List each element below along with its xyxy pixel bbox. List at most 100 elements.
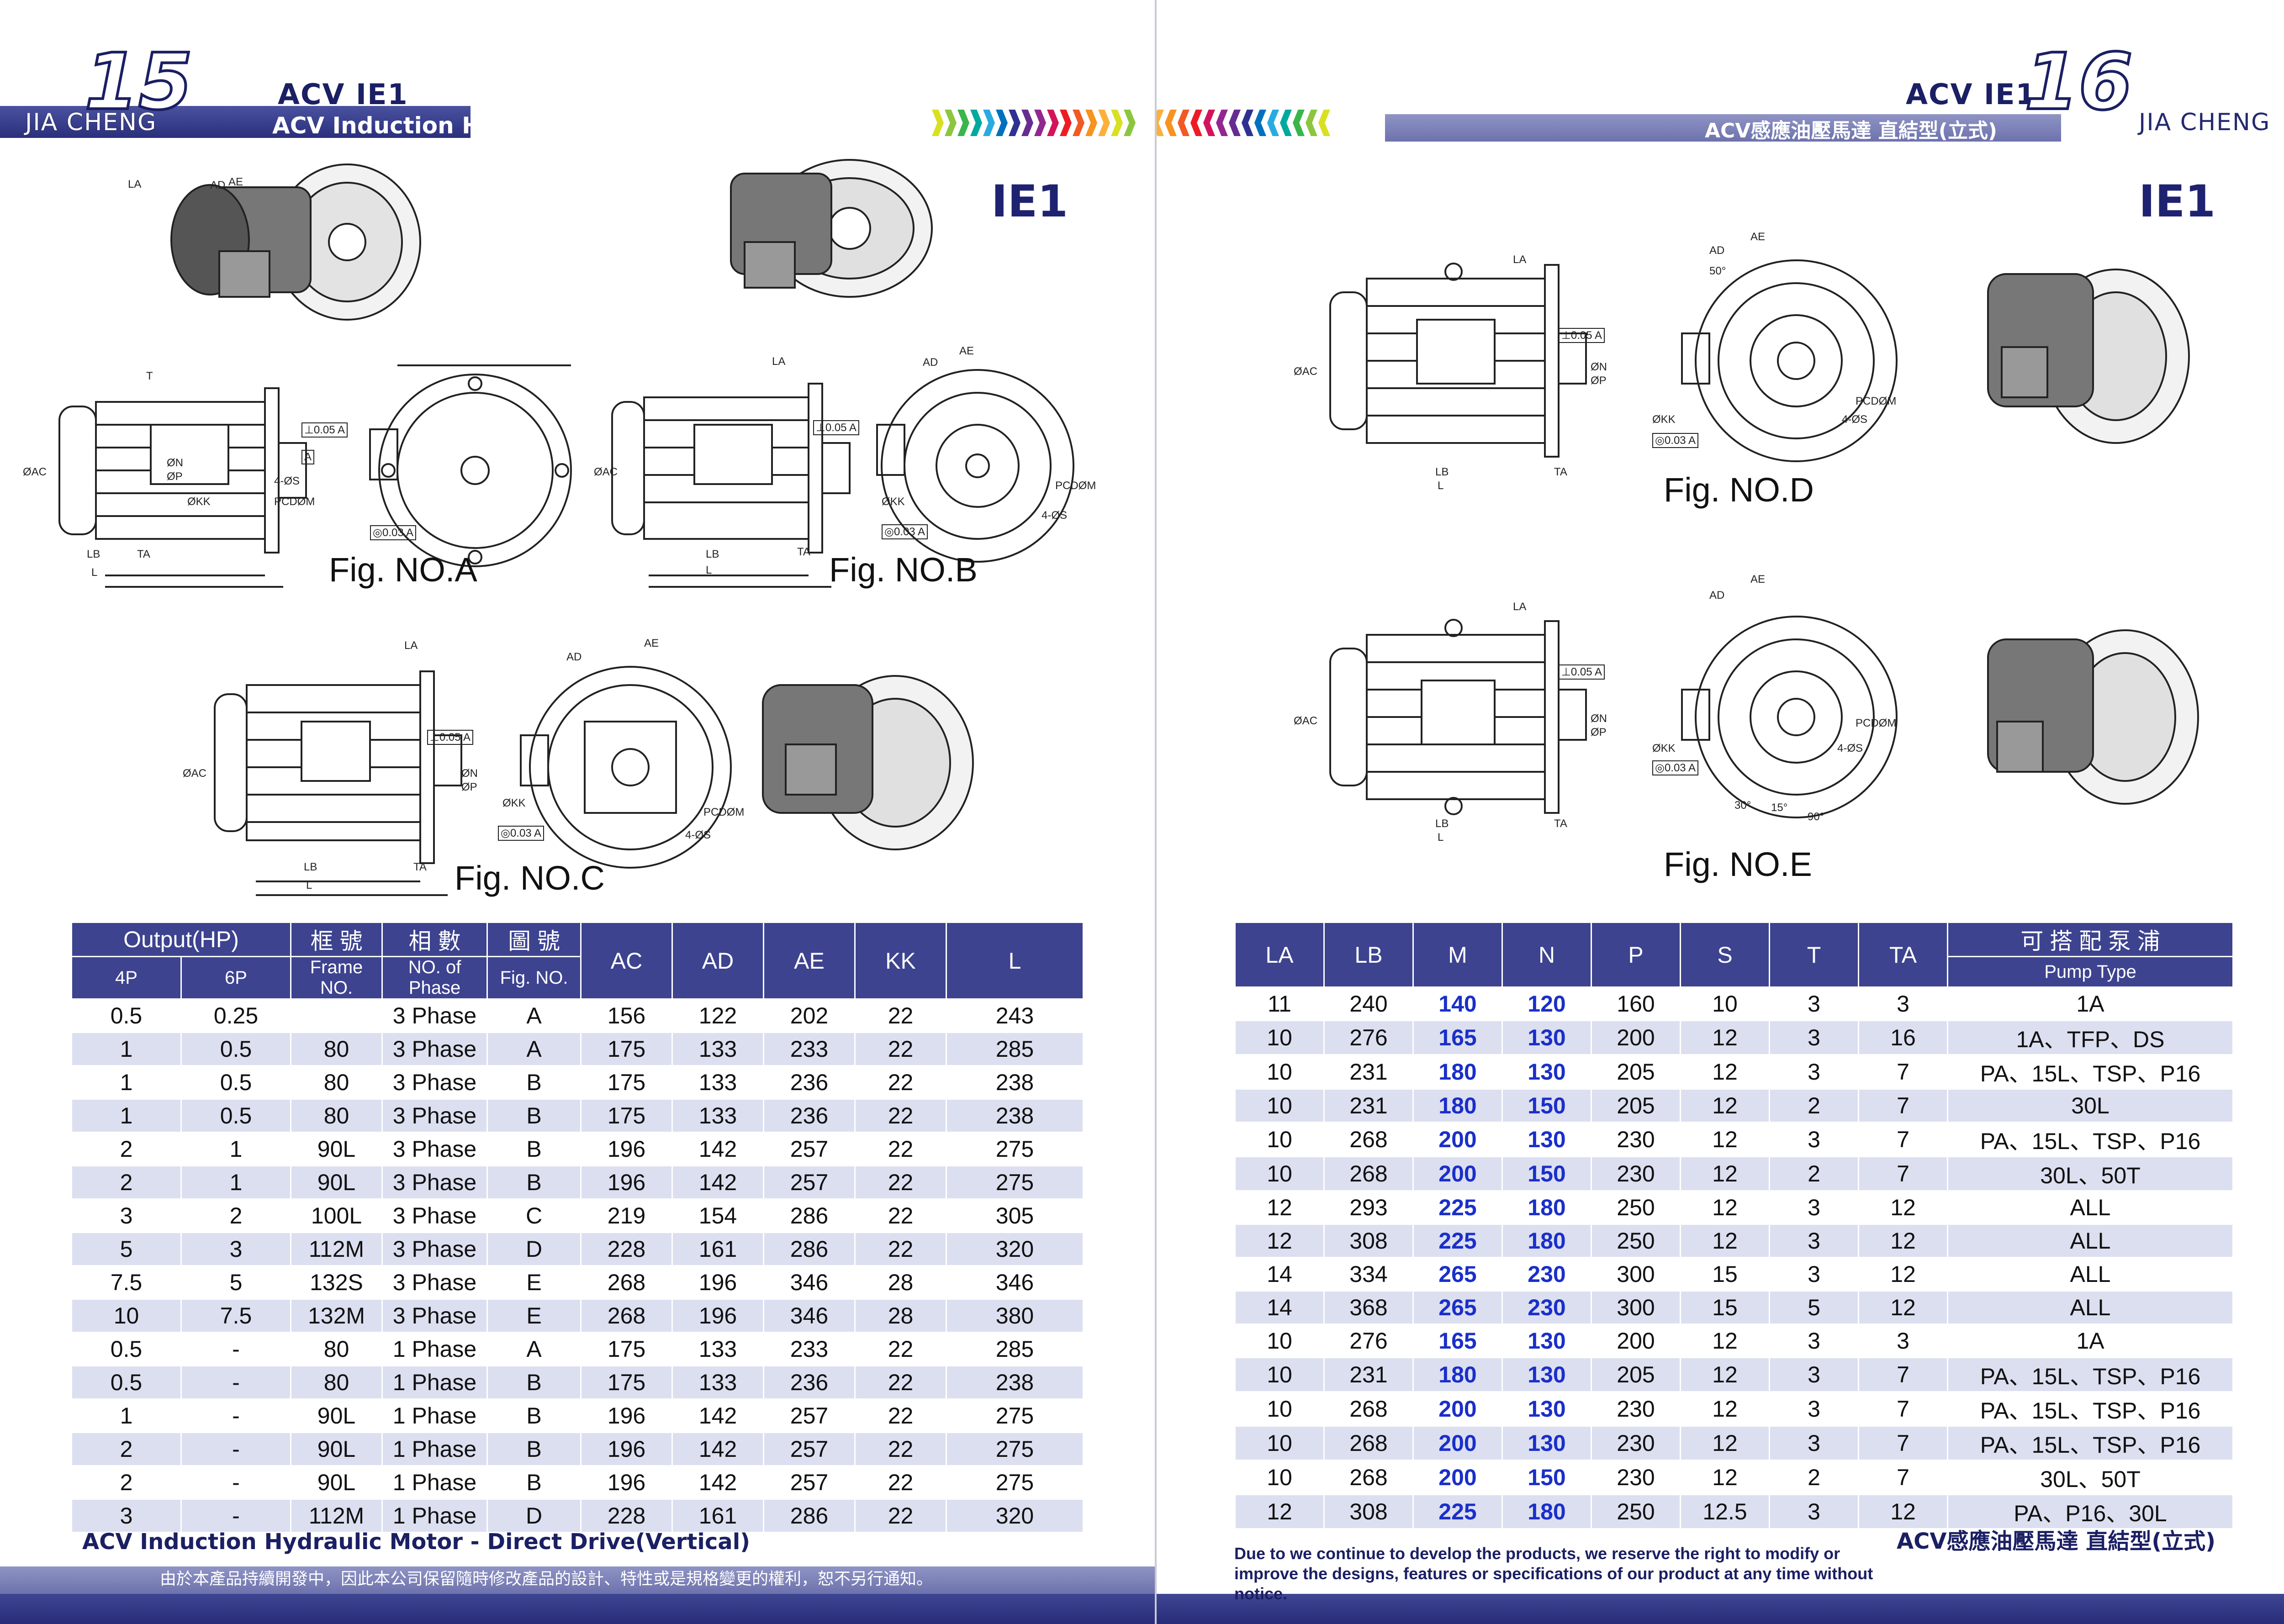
table-cell: 196 <box>671 1298 765 1333</box>
table-cell: B <box>486 1432 582 1466</box>
page-title: ACV Induction Hydraulic Motor - Direct D… <box>272 112 968 139</box>
header-fig-cn: 圖 號 <box>486 922 582 957</box>
table-cell: 12 <box>1680 1020 1770 1055</box>
table-cell: 238 <box>946 1065 1084 1100</box>
table-cell: 3 <box>1769 1391 1859 1427</box>
table-cell: 133 <box>671 1332 765 1366</box>
table-cell: 161 <box>671 1232 765 1266</box>
dim-ta-c: TA <box>413 861 427 873</box>
table-cell: B <box>486 1165 582 1200</box>
table-cell: PA、15L、TSP、P16 <box>1947 1357 2234 1392</box>
table-cell: 200 <box>1412 1425 1503 1461</box>
table-cell: 10 <box>1680 986 1770 1021</box>
table-cell: 3 <box>1769 1425 1859 1461</box>
table-cell: 1 <box>71 1032 182 1066</box>
table-cell: 3 <box>1769 1190 1859 1225</box>
dim-ang50-d: 50° <box>1709 265 1726 277</box>
table-cell: 12 <box>1680 1425 1770 1461</box>
table-cell: 0.5 <box>180 1032 292 1066</box>
dim-ta: TA <box>137 548 150 560</box>
table-cell: 12 <box>1858 1190 1948 1225</box>
table-cell: 12 <box>1858 1290 1948 1325</box>
table-cell: 200 <box>1591 1020 1681 1055</box>
table-cell: 130 <box>1502 1020 1592 1055</box>
dim-la-b: LA <box>772 355 786 368</box>
table-cell: 200 <box>1412 1122 1503 1157</box>
left-page: JIA CHENG 15 ACV IE1 ACV Induction Hydra… <box>0 42 1155 1624</box>
dim-ae-e: AE <box>1750 573 1766 585</box>
table-cell: 15 <box>1680 1257 1770 1292</box>
right-page: ACV感應油壓馬達 直結型(立式) ACV IE1 16 JIA CHENG I… <box>1155 0 2284 1624</box>
dim-lb-b: LB <box>706 548 719 560</box>
dim-n-e: ØN <box>1591 712 1607 725</box>
table-cell: 132M <box>290 1298 383 1333</box>
table-cell: 112M <box>290 1498 383 1533</box>
dim-lb-e: LB <box>1435 817 1449 830</box>
table-cell: 133 <box>671 1032 765 1066</box>
table-cell: 10 <box>1234 1122 1325 1157</box>
table-cell: 150 <box>1502 1156 1592 1192</box>
tolerance-concentric-c: ◎0.03 A <box>498 826 545 841</box>
dim-s: 4-ØS <box>274 475 300 487</box>
table-cell: 236 <box>763 1065 856 1100</box>
ie1-badge: IE1 <box>991 176 1068 227</box>
motor-drawing-fig-a <box>58 163 572 588</box>
table-cell: 346 <box>946 1265 1084 1300</box>
table-cell: 308 <box>1323 1223 1414 1258</box>
header-arrow-strip <box>1157 110 1330 136</box>
table-cell: 3 <box>1769 1323 1859 1358</box>
table-cell: 7 <box>1858 1054 1948 1090</box>
table-cell: 1A、TFP、DS <box>1947 1020 2234 1055</box>
table-cell: 130 <box>1502 1054 1592 1090</box>
table-cell: 80 <box>290 1065 383 1100</box>
header-output: Output(HP) <box>70 922 292 957</box>
model-label: ACV IE1 <box>278 78 408 111</box>
header-phase-cn: 相 數 <box>381 922 488 957</box>
dim-lb-c: LB <box>304 861 317 873</box>
table-cell: 228 <box>580 1498 673 1533</box>
ie1-badge: IE1 <box>2139 176 2216 227</box>
table-cell: 3 <box>71 1498 182 1533</box>
table-cell: 205 <box>1591 1054 1681 1090</box>
table-cell: 14 <box>1234 1290 1325 1325</box>
tolerance-runout-e: ⊥0.05 A <box>1559 664 1605 680</box>
table-cell: 233 <box>763 1332 856 1366</box>
footer-title: ACV感應油壓馬達 直結型(立式) <box>1897 1529 2216 1554</box>
table-cell: 10 <box>1234 1054 1325 1090</box>
table-cell: 12 <box>1680 1190 1770 1225</box>
header-ta: TA <box>1858 922 1948 988</box>
table-cell: 160 <box>1591 986 1681 1021</box>
table-cell: 230 <box>1502 1257 1592 1292</box>
footer-band <box>0 1566 1155 1594</box>
table-cell: 22 <box>854 1065 947 1100</box>
table-cell: 12 <box>1680 1357 1770 1392</box>
datum-a: A <box>301 450 315 464</box>
table-cell: 1 Phase <box>381 1332 488 1366</box>
dim-ae-c: AE <box>644 637 659 649</box>
table-cell: 305 <box>946 1198 1084 1233</box>
table-cell: 1 Phase <box>381 1465 488 1500</box>
table-cell: 268 <box>1323 1391 1414 1427</box>
table-cell: 238 <box>946 1365 1084 1400</box>
table-cell: 236 <box>763 1365 856 1400</box>
table-cell: 380 <box>946 1298 1084 1333</box>
table-cell: 10 <box>1234 1020 1325 1055</box>
table-cell: 3 <box>1769 1122 1859 1157</box>
dim-p-d: ØP <box>1591 374 1607 387</box>
table-cell: ALL <box>1947 1223 2234 1258</box>
motor-drawing-fig-e <box>1329 616 2199 818</box>
table-cell: 233 <box>763 1032 856 1066</box>
table-cell: 202 <box>763 998 856 1033</box>
table-cell: 10 <box>1234 1357 1325 1392</box>
table-cell: 3 <box>180 1232 292 1266</box>
table-cell: 276 <box>1323 1323 1414 1358</box>
table-cell: 7.5 <box>71 1265 182 1300</box>
table-cell: 286 <box>763 1198 856 1233</box>
table-cell: 100L <box>290 1198 383 1233</box>
table-cell: 80 <box>290 1332 383 1366</box>
table-cell: D <box>486 1498 582 1533</box>
dim-kk-d: ØKK <box>1652 413 1676 426</box>
